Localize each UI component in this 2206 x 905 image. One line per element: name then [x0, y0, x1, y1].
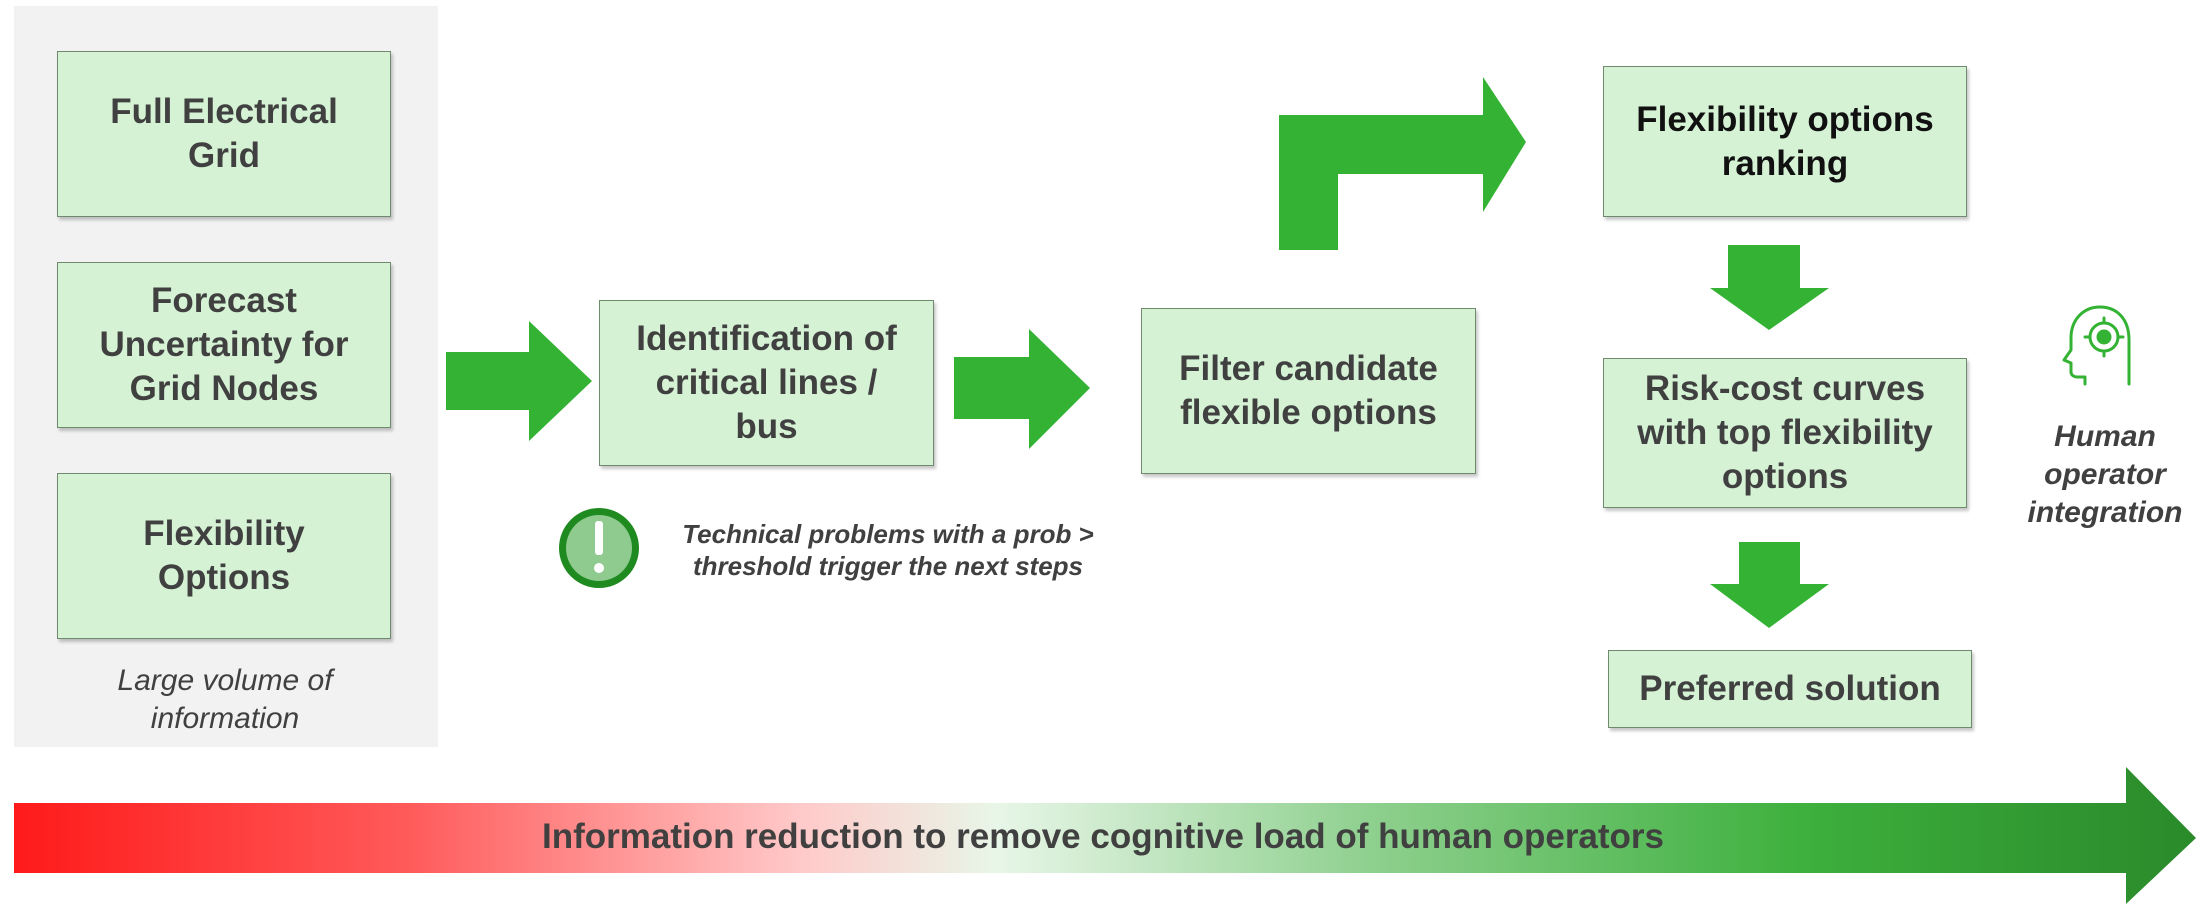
- threshold-note: Technical problems with a prob > thresho…: [682, 519, 1094, 581]
- arrow-filter-to-ranking: [1279, 77, 1526, 250]
- preferred-solution-label: Preferred solution: [1639, 669, 1941, 708]
- risk-cost-curves-label: Risk-cost curves with top flexibility op…: [1637, 369, 1933, 496]
- forecast-uncertainty-label: Forecast Uncertainty for Grid Nodes: [99, 281, 349, 408]
- risk-cost-curves-box: Risk-cost curves with top flexibility op…: [1603, 358, 1967, 508]
- information-reduction-banner: [14, 767, 2196, 904]
- banner-text: Information reduction to remove cognitiv…: [541, 817, 1665, 856]
- flexibility-options-label: Flexibility Options: [143, 514, 305, 597]
- flexibility-ranking-box: Flexibility options ranking: [1603, 66, 1967, 217]
- filter-candidate-label: Filter candidate flexible options: [1179, 349, 1438, 432]
- preferred-solution-box: Preferred solution: [1608, 650, 1972, 728]
- filter-candidate-box: Filter candidate flexible options: [1141, 308, 1476, 474]
- identification-label: Identification of critical lines / bus: [636, 319, 897, 446]
- full-electrical-grid-box: Full Electrical Grid: [57, 51, 391, 217]
- identification-box: Identification of critical lines / bus: [599, 300, 934, 466]
- arrow-inputs-to-identification: [446, 321, 592, 441]
- arrow-ranking-to-risk: [1710, 245, 1829, 330]
- human-head-target-icon: [2062, 305, 2131, 386]
- arrow-risk-to-preferred: [1710, 542, 1829, 628]
- human-operator-label: Human operator integration: [2027, 420, 2183, 529]
- arrow-identification-to-filter: [954, 329, 1090, 449]
- full-electrical-grid-label: Full Electrical Grid: [110, 92, 338, 175]
- forecast-uncertainty-box: Forecast Uncertainty for Grid Nodes: [57, 262, 391, 428]
- large-volume-caption: Large volume of information: [117, 664, 333, 735]
- flexibility-ranking-label: Flexibility options ranking: [1636, 99, 1934, 183]
- flexibility-options-box: Flexibility Options: [57, 473, 391, 639]
- exclamation-icon: [559, 508, 639, 588]
